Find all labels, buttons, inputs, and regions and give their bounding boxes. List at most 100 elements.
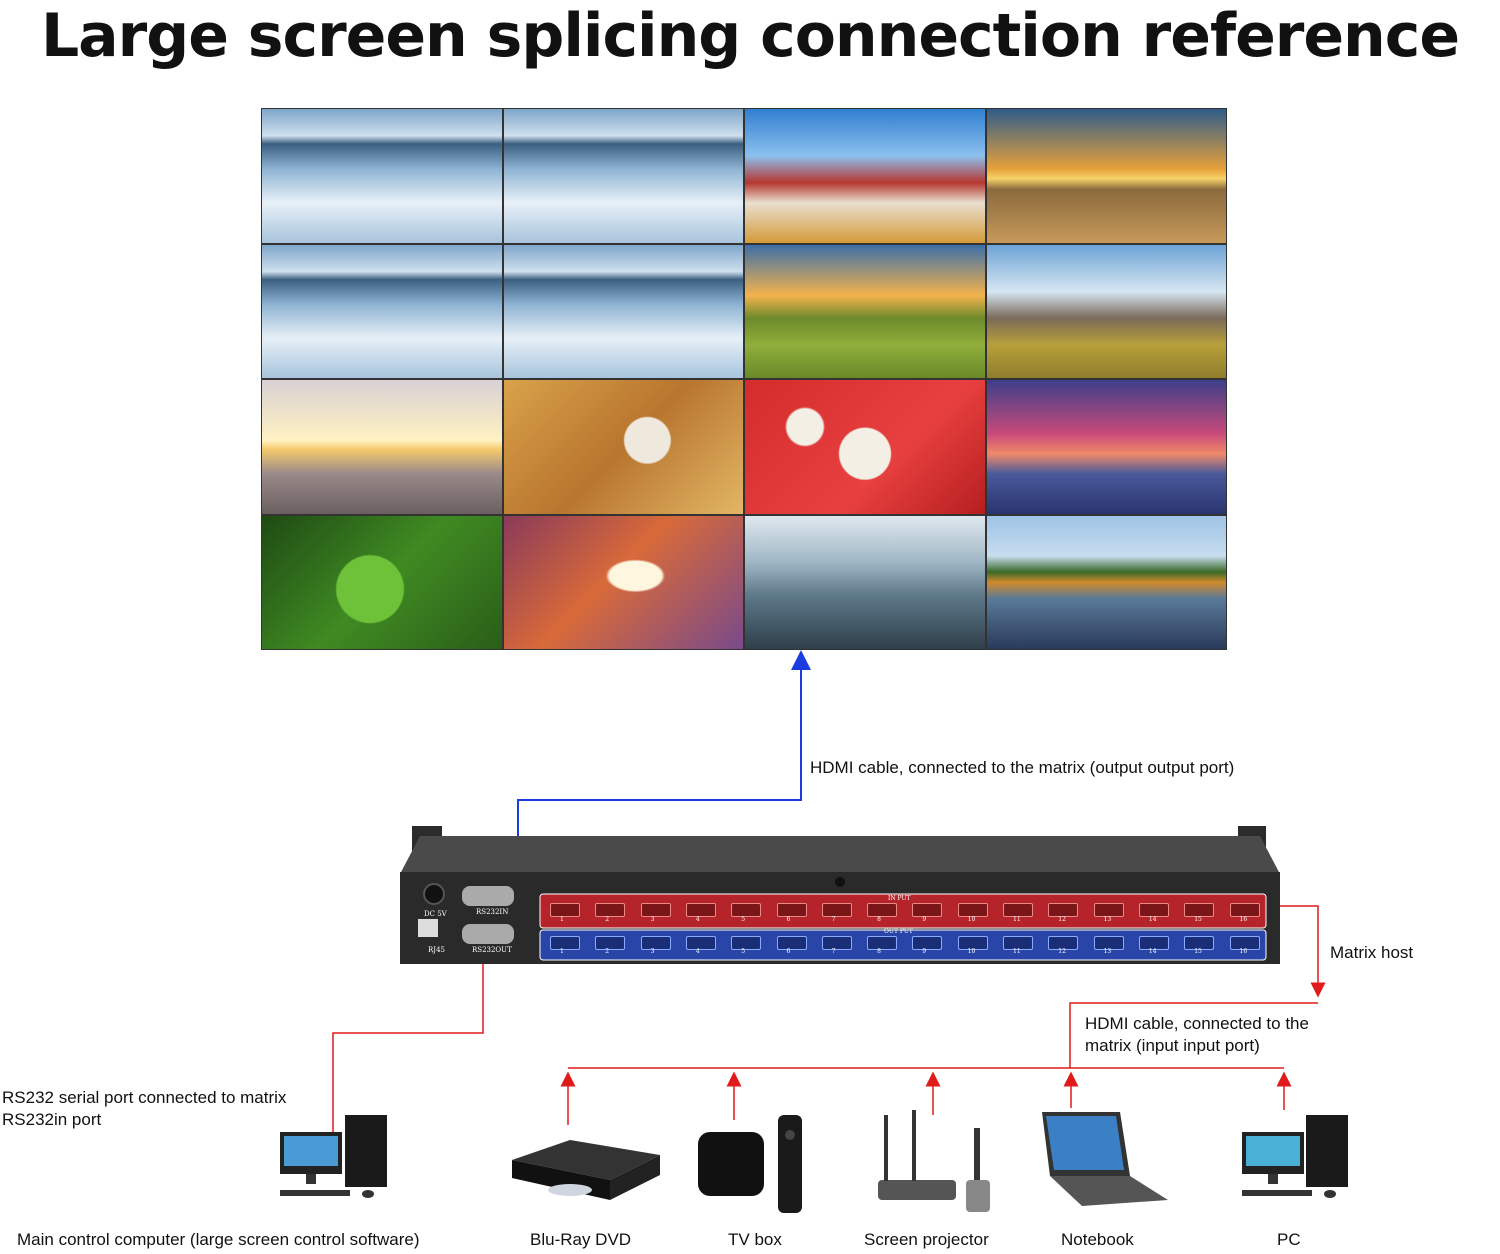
rj45-label: RJ45 — [428, 946, 445, 954]
input-port-number: 5 — [741, 916, 746, 923]
output-port-number: 6 — [786, 948, 791, 955]
output-port-11 — [1003, 936, 1033, 950]
device-notebook: Notebook — [1061, 1230, 1134, 1249]
output-port-number: 7 — [831, 948, 836, 955]
output-port-number: 3 — [650, 948, 655, 955]
input-port-number: 10 — [967, 916, 976, 923]
input-port-number: 3 — [650, 916, 655, 923]
wall-tile-meadow — [745, 244, 985, 378]
output-port-13 — [1093, 936, 1124, 950]
dc-label: DC 5V — [424, 910, 447, 918]
wall-tile-lake — [503, 244, 743, 378]
input-port-9 — [912, 903, 943, 917]
device-pc: PC — [1277, 1230, 1301, 1249]
wall-tile-canyon — [503, 515, 743, 649]
output-port-9 — [912, 936, 943, 950]
input-wire-bus — [1069, 1002, 1318, 1068]
wall-tile-autumn-lake — [986, 515, 1226, 649]
input-port-number: 6 — [786, 916, 791, 923]
output-port-number: 12 — [1058, 948, 1066, 955]
rs232out-label: RS232OUT — [472, 946, 512, 954]
input-port-6 — [776, 903, 807, 917]
output-port-number: 15 — [1194, 948, 1202, 955]
wall-tile-rocks — [745, 515, 985, 649]
input-port-3 — [640, 903, 671, 917]
input-port-number: 13 — [1103, 916, 1112, 923]
hdmi-input-label-line2: matrix (input input port) — [1085, 1036, 1260, 1055]
output-port-number: 1 — [560, 948, 564, 955]
output-port-number: 14 — [1148, 948, 1157, 955]
output-port-number: 9 — [922, 948, 927, 955]
video-wall — [261, 108, 1227, 650]
wall-tile-dinner — [745, 380, 985, 514]
rs232-wire — [332, 912, 484, 1134]
output-port-10 — [957, 936, 988, 950]
output-port-3 — [640, 936, 671, 950]
output-port-number: 4 — [695, 948, 700, 955]
input-port-number: 12 — [1058, 916, 1066, 923]
wall-tile-lake — [262, 109, 502, 243]
matrix-host: DC 5V RJ45 RS232IN RS232OUT IN PUT OUT P… — [400, 826, 1280, 966]
output-port-14 — [1138, 936, 1169, 950]
input-port-4 — [685, 903, 716, 917]
input-port-8 — [867, 903, 898, 917]
input-port-7 — [821, 903, 852, 917]
device-tv-box: TV box — [728, 1230, 782, 1249]
input-wire-trunk — [1271, 905, 1326, 998]
wall-tile-sunset-road — [986, 109, 1226, 243]
input-port-number: 2 — [605, 916, 610, 923]
input-port-number: 9 — [922, 916, 927, 923]
device-main-control-computer: Main control computer (large screen cont… — [17, 1230, 420, 1249]
input-port-5 — [731, 903, 762, 917]
rs232-label-line2: RS232in port — [2, 1110, 102, 1129]
output-port-number: 5 — [741, 948, 746, 955]
wall-tile-bridge — [262, 380, 502, 514]
output-port-5 — [731, 936, 762, 950]
wall-tile-tea — [503, 380, 743, 514]
wall-tile-lake — [503, 109, 743, 243]
input-label: IN PUT — [888, 895, 911, 902]
input-port-number: 16 — [1239, 916, 1248, 923]
output-port-number: 16 — [1239, 948, 1248, 955]
matrix-chassis — [400, 826, 1280, 964]
output-port-15 — [1184, 936, 1215, 950]
output-port-number: 8 — [877, 948, 881, 955]
hdmi-output-label: HDMI cable, connected to the matrix (out… — [810, 758, 1235, 777]
input-port-14 — [1138, 903, 1169, 917]
matrix-host-label: Matrix host — [1330, 943, 1414, 962]
output-port-number: 11 — [1013, 948, 1021, 955]
output-port-16 — [1229, 936, 1260, 950]
rs232in-label: RS232IN — [476, 908, 509, 916]
input-port-number: 11 — [1013, 916, 1021, 923]
output-port-number: 13 — [1103, 948, 1112, 955]
wall-tile-leaves — [262, 515, 502, 649]
input-port-16 — [1229, 903, 1260, 917]
input-port-1 — [550, 903, 580, 917]
output-port-2 — [595, 936, 626, 950]
output-port-1 — [550, 936, 580, 950]
rs232-label-line1: RS232 serial port connected to matrix — [2, 1088, 287, 1107]
hdmi-input-label-line1: HDMI cable, connected to the — [1085, 1014, 1309, 1033]
input-port-15 — [1184, 903, 1215, 917]
input-port-12 — [1048, 903, 1079, 917]
wall-tile-lake — [262, 244, 502, 378]
output-label: OUT PUT — [884, 928, 913, 935]
input-port-number: 8 — [877, 916, 881, 923]
input-port-number: 1 — [560, 916, 564, 923]
input-port-number: 7 — [831, 916, 836, 923]
wall-tile-sea-wine — [986, 380, 1226, 514]
input-port-2 — [595, 903, 626, 917]
input-port-10 — [957, 903, 988, 917]
input-port-11 — [1003, 903, 1033, 917]
wall-tile-mountain — [986, 244, 1226, 378]
page-title: Large screen splicing connection referen… — [40, 1, 1460, 71]
input-port-number: 15 — [1194, 916, 1202, 923]
wall-tile-palace — [745, 109, 985, 243]
output-port-12 — [1048, 936, 1079, 950]
output-port-6 — [776, 936, 807, 950]
input-port-number: 4 — [695, 916, 700, 923]
output-port-7 — [821, 936, 852, 950]
output-port-4 — [685, 936, 716, 950]
output-port-8 — [867, 936, 898, 950]
